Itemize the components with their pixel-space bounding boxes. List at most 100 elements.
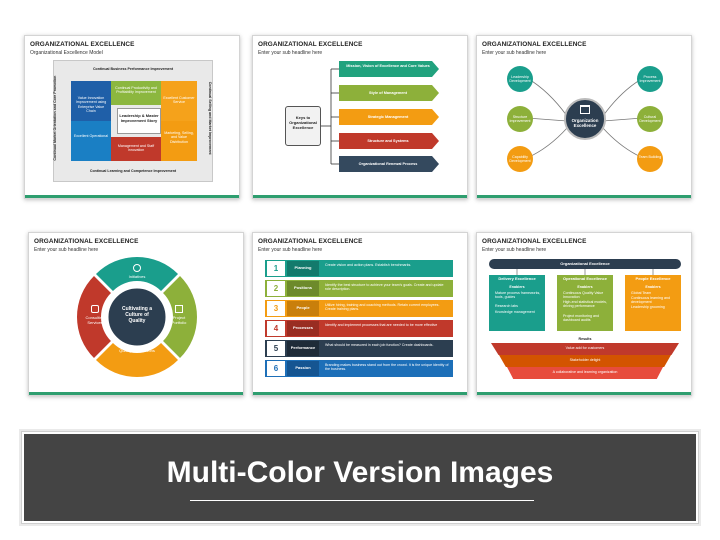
- p-step-label-box: [287, 321, 319, 336]
- p-step-number-box: [267, 361, 285, 376]
- box-operational: [71, 121, 111, 161]
- p-step-label: Positions: [293, 285, 312, 290]
- banner-title: Multi-Color Version Images: [166, 456, 554, 489]
- p-step-number: 5: [273, 344, 279, 353]
- results-tier-3-label: A collaborative and learning organizatio…: [552, 370, 618, 374]
- segment-quality-label: Quality Connections: [119, 348, 155, 353]
- results-label: Results: [578, 337, 592, 341]
- model-top-label: Continual Business Performance Improveme…: [92, 67, 174, 71]
- box-operational-label: Excellent Operational: [73, 134, 109, 138]
- operational-item-2: High-end statistical models, driving per…: [563, 300, 607, 309]
- slide-thumbnail-5[interactable]: ORGANIZATIONAL EXCELLENCE Enter your sub…: [252, 232, 468, 396]
- item-style: [339, 85, 439, 101]
- p-step-number-box: [267, 321, 285, 336]
- slide-subtitle: Enter your sub headline here: [482, 50, 547, 56]
- excellence-header-label: Organizational Excellence: [560, 261, 610, 266]
- node-cultural: [637, 106, 663, 132]
- column-operational-sub: Enablers: [577, 285, 593, 289]
- people-item-1: Global Team: [631, 291, 652, 295]
- model-right-label: Continual Selling and Market Improvement: [208, 81, 213, 155]
- item-strategic-label: Strategic Management: [367, 115, 409, 119]
- node-capability-label: Capability Development: [509, 155, 531, 164]
- center-box: [117, 108, 161, 134]
- node-structure-label: Structure Improvement: [509, 115, 531, 124]
- node-capability: [507, 146, 533, 172]
- operational-item-3: Project monitoring and dashboard audits: [563, 314, 599, 323]
- wheel-center-label: Cultivating a Culture of Quality: [121, 306, 152, 324]
- p-step-label: Passion: [295, 365, 311, 370]
- column-people-title: People Excellence: [635, 276, 671, 281]
- slide-thumbnail-6[interactable]: ORGANIZATIONAL EXCELLENCE Enter your sub…: [476, 232, 692, 396]
- p-step-number-box: [267, 281, 285, 296]
- column-people-sub: Enablers: [645, 285, 661, 289]
- segment-initiatives-label: Initiatives: [128, 274, 146, 279]
- slide-thumbnail-4[interactable]: ORGANIZATIONAL EXCELLENCE Enter your sub…: [28, 232, 244, 396]
- building-icon: [580, 105, 590, 114]
- slide-thumbnail-2[interactable]: ORGANIZATIONAL EXCELLENCE Enter your sub…: [252, 35, 468, 199]
- p-step-label: Planning: [294, 265, 312, 270]
- box-management-label: Management and Staff Innovation: [117, 144, 155, 153]
- segment-consulting-label: Consulting Services: [85, 315, 105, 325]
- center-box-label: Leadership & Master Improvement Story: [119, 113, 159, 123]
- banner: Multi-Color Version Images: [21, 431, 699, 524]
- results-tier-2: [499, 355, 671, 367]
- people-icon: [133, 264, 141, 272]
- node-leadership-label: Leadership Development: [509, 75, 531, 84]
- slide-subtitle: Enter your sub headline here: [258, 50, 323, 56]
- box-customer-service: [161, 81, 197, 121]
- slide-subtitle: Enter your sub headline here: [34, 247, 99, 253]
- box-management: [111, 137, 161, 161]
- delivery-item-3: Knowledge management: [495, 310, 535, 314]
- connector-lines: [321, 68, 339, 165]
- item-mission: [339, 61, 439, 77]
- slide-title: ORGANIZATIONAL EXCELLENCE: [258, 41, 363, 48]
- slide-subtitle: Organizational Excellence Model: [30, 50, 103, 56]
- p-step-text: Identify the best structure to achieve y…: [325, 283, 444, 292]
- p-step-number: 2: [273, 284, 279, 293]
- segment-consulting: [77, 275, 111, 359]
- column-operational: [557, 275, 613, 331]
- item-structure: [339, 133, 439, 149]
- column-delivery: [489, 275, 545, 331]
- slide-thumbnail-3[interactable]: ORGANIZATIONAL EXCELLENCE Enter your sub…: [476, 35, 692, 199]
- slide-title: ORGANIZATIONAL EXCELLENCE: [482, 41, 587, 48]
- p-step-label-box: [287, 281, 319, 296]
- p-step-text: Create vision and action plans. Establis…: [325, 263, 412, 267]
- node-structure: [507, 106, 533, 132]
- p-step-number-box: [267, 261, 285, 276]
- model-left-label: Continual Market Orientation and Core Pr…: [52, 75, 57, 161]
- p-step-text: What should be measured in each job func…: [325, 343, 434, 347]
- node-team: [637, 146, 663, 172]
- delivery-item-1: Mature process frameworks, tools, guides: [495, 291, 541, 300]
- item-strategic: [339, 109, 439, 125]
- keys-box-label: Keys to Organizational Excellence: [289, 115, 317, 130]
- box-marketing-label: Marketing, Selling, and Value Distributi…: [164, 131, 194, 144]
- slide-thumbnail-1[interactable]: ORGANIZATIONAL EXCELLENCE Organizational…: [24, 35, 240, 199]
- operational-item-1: Continuous Quality Value Innovation: [563, 291, 604, 300]
- p-step-label-box: [287, 361, 319, 376]
- box-marketing: [161, 121, 197, 161]
- header-connectors: [516, 269, 654, 275]
- slide-subtitle: Enter your sub headline here: [482, 247, 547, 253]
- p-step-label-box: [287, 301, 319, 316]
- column-people: [625, 275, 681, 331]
- p-step-text: Branding makes business stand out from t…: [325, 363, 449, 372]
- p-step-label-box: [287, 341, 319, 356]
- results-tier-2-label: Stakeholder delight: [569, 358, 601, 362]
- box-productivity-label: Continual Productivity and Profitability…: [115, 86, 157, 95]
- box-productivity: [111, 81, 161, 105]
- p-step-number: 1: [273, 264, 279, 273]
- results-tier-1: [491, 343, 679, 355]
- node-team-label: Team Building: [638, 155, 662, 159]
- p-step-label: Performance: [290, 345, 316, 350]
- p-step-label-box: [287, 261, 319, 276]
- segment-portfolio: [163, 275, 197, 359]
- keys-box: [285, 106, 321, 146]
- people-item-3: Leadership grooming: [631, 305, 665, 309]
- p-step-label: Processes: [292, 325, 313, 330]
- people-item-2: Continuous learning and development: [631, 296, 670, 305]
- slide-title: ORGANIZATIONAL EXCELLENCE: [258, 238, 363, 245]
- item-style-label: Style of Management: [369, 91, 407, 95]
- column-operational-title: Operational Excellence: [562, 276, 608, 281]
